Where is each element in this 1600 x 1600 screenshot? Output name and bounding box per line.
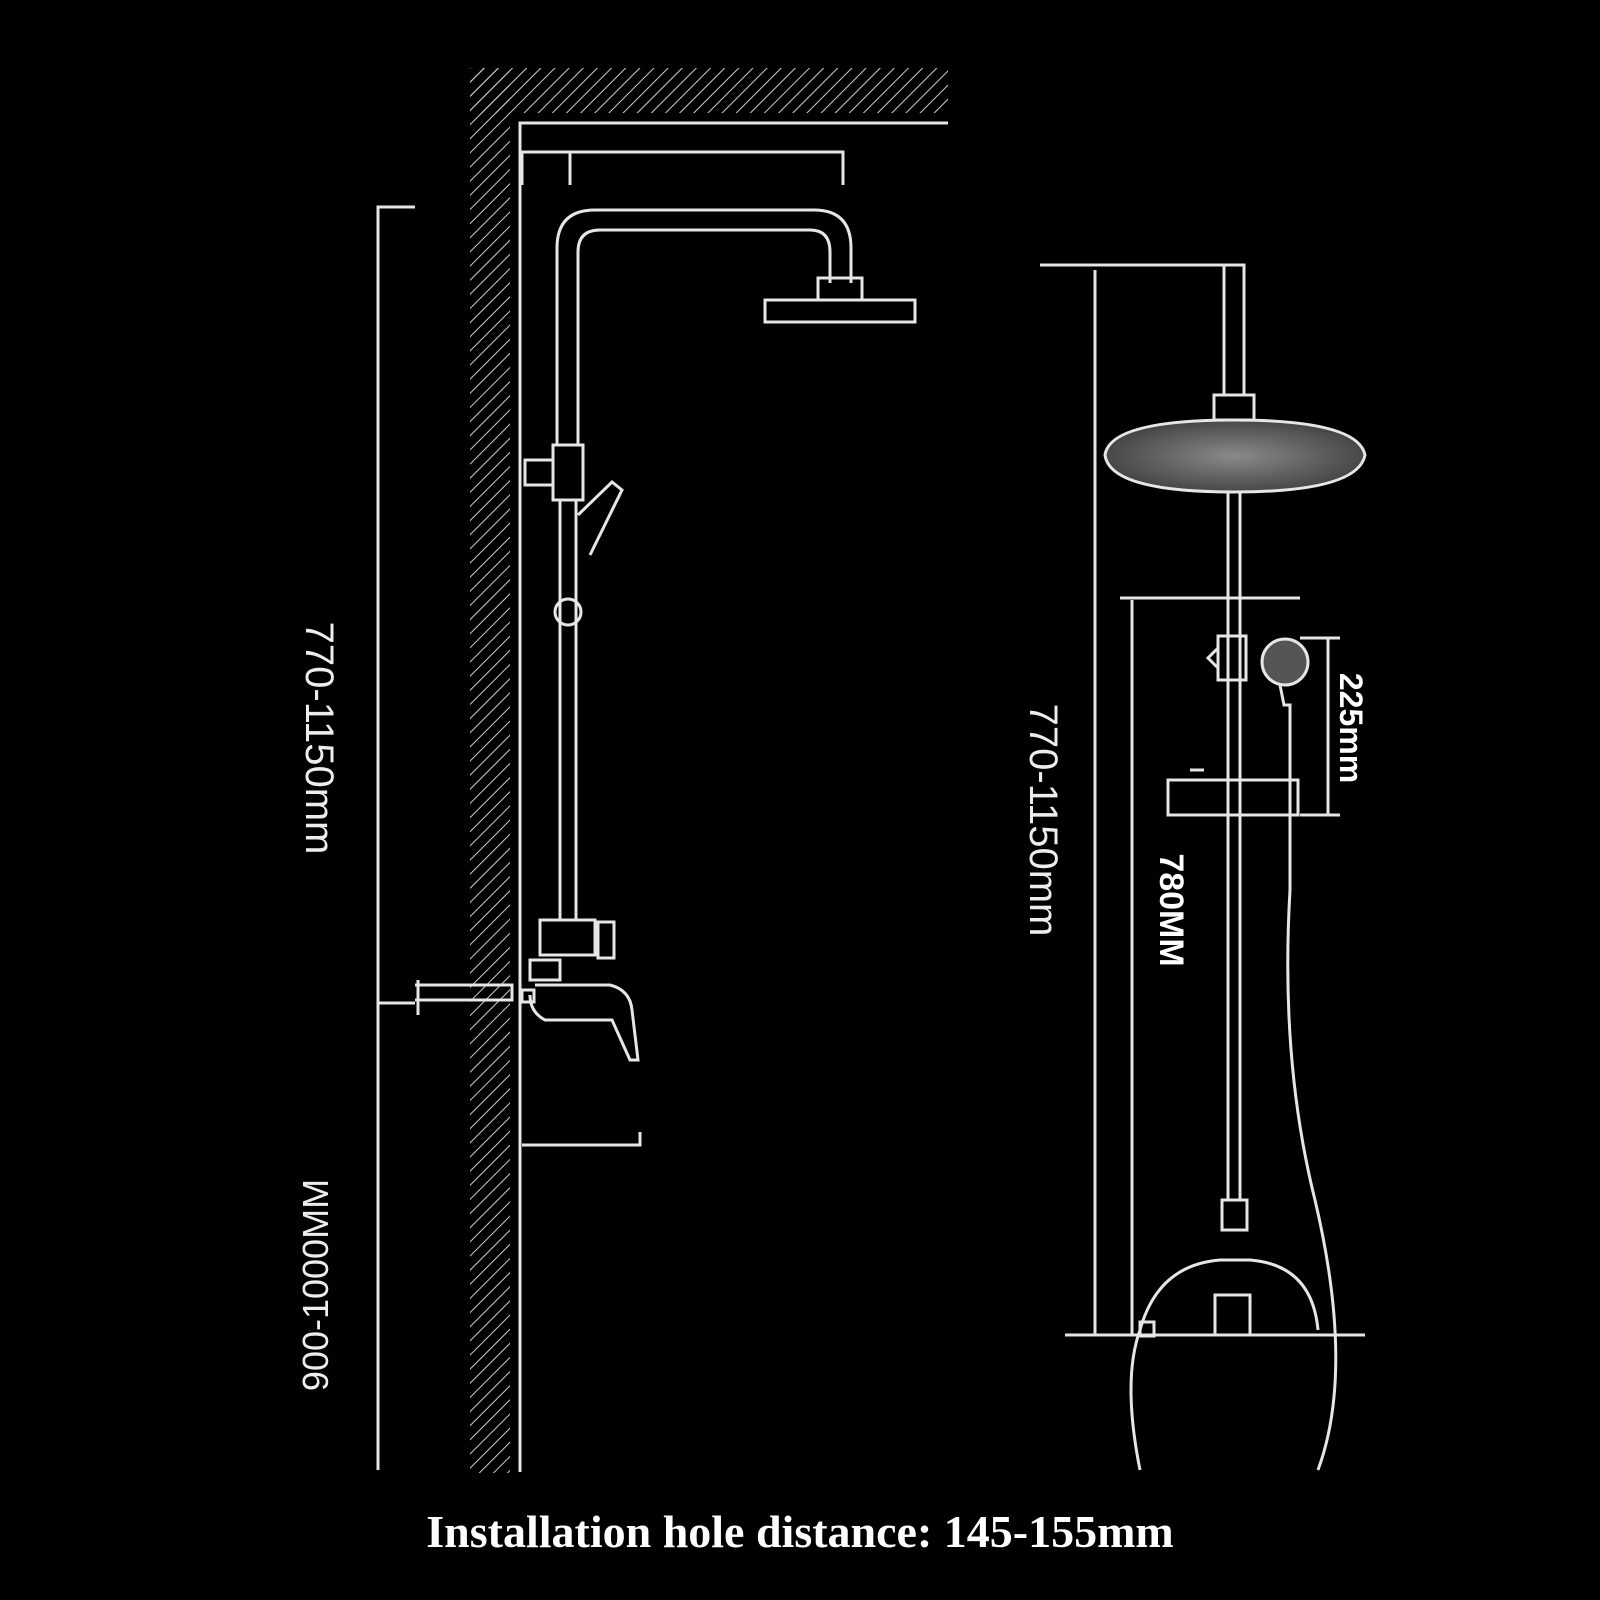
soap-shelf: [1166, 778, 1300, 817]
front-slide-label: 780MM: [1152, 853, 1190, 966]
side-height-dimension: [376, 205, 415, 1005]
side-mixer-height-label: 900-1000MM: [295, 1179, 336, 1391]
handshower-holder: [1205, 634, 1248, 682]
handshower-hose: [1286, 889, 1338, 1471]
front-view: [1040, 263, 1367, 1471]
handshower-head: [1260, 637, 1310, 687]
rain-shower-head: [1103, 418, 1367, 494]
front-handshower-label: 225mm: [1333, 673, 1369, 783]
front-mixer: [1138, 1198, 1320, 1338]
side-mixer: [415, 918, 640, 1062]
reach-dimension: [520, 150, 845, 185]
wall: [470, 68, 948, 1473]
side-riser: [523, 208, 917, 920]
side-height-label: 770-1150mm: [297, 622, 341, 855]
side-view: [376, 68, 948, 1473]
floor-marker: [522, 1132, 642, 1147]
front-height-label: 770-1150mm: [1021, 704, 1065, 937]
caption: Installation hole distance: 145-155mm: [426, 1506, 1174, 1557]
